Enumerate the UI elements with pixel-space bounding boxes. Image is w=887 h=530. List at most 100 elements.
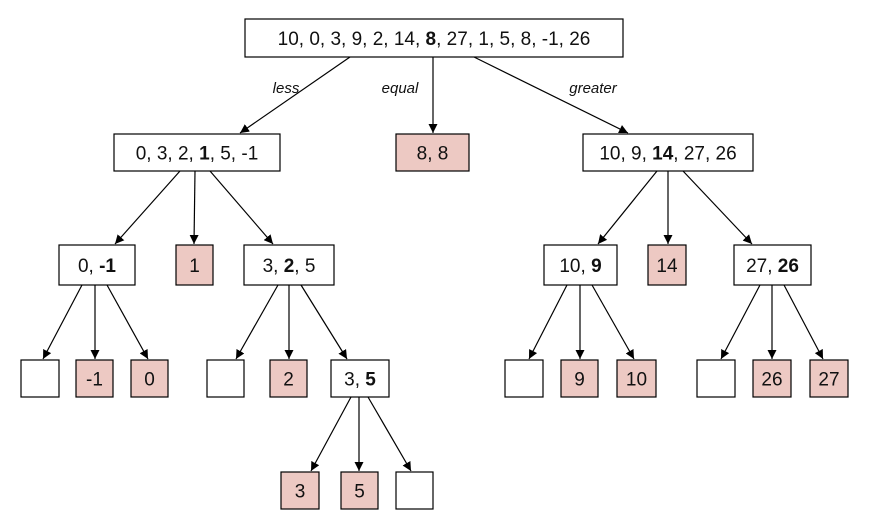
node-box bbox=[58, 244, 136, 286]
edge-arrow-12 bbox=[235, 284, 279, 360]
node-box bbox=[75, 359, 114, 398]
node-label: 9 bbox=[574, 370, 585, 391]
pivot-value: 26 bbox=[778, 256, 799, 277]
node-lb_l bbox=[206, 359, 245, 398]
nodes: 10, 0, 3, 9, 2, 14, 8, 27, 1, 5, 8, -1, … bbox=[20, 18, 849, 510]
node-label: 14 bbox=[656, 256, 678, 277]
node-less1: 0, 3, 2, 1, 5, -1 bbox=[113, 133, 281, 172]
node-la_g: 0 bbox=[130, 359, 169, 398]
node-gb_l bbox=[696, 359, 736, 398]
edge-arrow-0 bbox=[239, 56, 351, 134]
node-values: 10, bbox=[559, 256, 591, 277]
node-values: 26 bbox=[761, 370, 782, 391]
node-box bbox=[206, 359, 245, 398]
node-eq1: 8, 8 bbox=[395, 133, 470, 172]
edge-arrow-14 bbox=[300, 284, 348, 360]
node-box bbox=[243, 244, 335, 286]
node-values: 0, bbox=[78, 256, 99, 277]
node-values: 8, 8 bbox=[417, 144, 449, 165]
node-label: 0 bbox=[144, 370, 155, 391]
node-g_a: 10, 9 bbox=[543, 244, 618, 286]
pivot-value: 8 bbox=[426, 29, 437, 50]
node-lb_e: 2 bbox=[269, 359, 308, 398]
node-l_a: 0, -1 bbox=[58, 244, 136, 286]
node-label: 27, 26 bbox=[746, 256, 799, 277]
node-box bbox=[244, 18, 624, 58]
node-box bbox=[20, 359, 60, 398]
node-label: 10, 9 bbox=[559, 256, 601, 277]
node-label: 26 bbox=[761, 370, 782, 391]
pivot-value: 2 bbox=[284, 256, 295, 277]
node-values: 3, bbox=[344, 370, 365, 391]
node-values: 3 bbox=[295, 482, 306, 503]
node-label: 3, 5 bbox=[344, 370, 376, 391]
node-lbg_l: 3 bbox=[280, 471, 320, 510]
edge-arrow-6 bbox=[597, 170, 658, 245]
edge-labels: less equal greater bbox=[273, 80, 618, 97]
node-values: 9 bbox=[574, 370, 585, 391]
node-label: -1 bbox=[86, 370, 103, 391]
node-box bbox=[616, 359, 657, 398]
edge-arrow-23 bbox=[367, 396, 412, 472]
node-g_b: 27, 26 bbox=[733, 244, 812, 286]
node-label: 8, 8 bbox=[417, 144, 449, 165]
node-l_eq: 1 bbox=[175, 244, 214, 286]
node-l_b: 3, 2, 5 bbox=[243, 244, 335, 286]
pivot-value: 14 bbox=[652, 144, 674, 165]
node-values: 1 bbox=[189, 256, 200, 277]
node-box bbox=[543, 244, 618, 286]
node-box bbox=[560, 359, 599, 398]
node-box bbox=[582, 133, 754, 172]
node-box bbox=[395, 133, 470, 172]
node-lbg_g bbox=[395, 471, 434, 510]
node-label: 5 bbox=[354, 482, 365, 503]
node-ga_e: 9 bbox=[560, 359, 599, 398]
node-label: 10 bbox=[626, 370, 647, 391]
node-label: 1 bbox=[189, 256, 200, 277]
edge-arrow-5 bbox=[209, 170, 274, 245]
node-box bbox=[330, 359, 390, 398]
node-box bbox=[280, 471, 320, 510]
node-values: , 5, -1 bbox=[210, 144, 259, 165]
node-values: -1 bbox=[86, 370, 103, 391]
node-label: 27 bbox=[818, 370, 839, 391]
node-values: 10 bbox=[626, 370, 647, 391]
node-la_e: -1 bbox=[75, 359, 114, 398]
node-values: 0 bbox=[144, 370, 155, 391]
edge-arrow-4 bbox=[189, 170, 199, 245]
node-ga_l bbox=[504, 359, 544, 398]
node-box bbox=[395, 471, 434, 510]
edge-arrow-15 bbox=[528, 284, 568, 360]
node-gr1: 10, 9, 14, 27, 26 bbox=[582, 133, 754, 172]
pivot-value: -1 bbox=[99, 256, 116, 277]
node-g_eq: 14 bbox=[647, 244, 687, 286]
edge-arrow-8 bbox=[682, 170, 753, 245]
pivot-value: 5 bbox=[365, 370, 376, 391]
node-box bbox=[175, 244, 214, 286]
node-label: 0, 3, 2, 1, 5, -1 bbox=[136, 144, 259, 165]
node-box bbox=[504, 359, 544, 398]
node-values: 27, bbox=[746, 256, 778, 277]
node-label: 10, 9, 14, 27, 26 bbox=[599, 144, 736, 165]
node-gb_g: 27 bbox=[809, 359, 849, 398]
node-box bbox=[752, 359, 792, 398]
node-label: 3, 2, 5 bbox=[263, 256, 316, 277]
node-values: , 5 bbox=[294, 256, 315, 277]
node-values: 14 bbox=[656, 256, 678, 277]
pivot-value: 9 bbox=[591, 256, 602, 277]
node-box bbox=[809, 359, 849, 398]
node-ga_g: 10 bbox=[616, 359, 657, 398]
edges bbox=[42, 56, 824, 472]
node-lbg_e: 5 bbox=[340, 471, 379, 510]
edge-label-equal: equal bbox=[382, 80, 419, 97]
edge-arrow-21 bbox=[310, 396, 352, 472]
node-box bbox=[269, 359, 308, 398]
edge-arrow-3 bbox=[114, 170, 181, 245]
node-label: 3 bbox=[295, 482, 306, 503]
node-values: 2 bbox=[283, 370, 294, 391]
node-gb_e: 26 bbox=[752, 359, 792, 398]
node-label: 0, -1 bbox=[78, 256, 116, 277]
node-box bbox=[647, 244, 687, 286]
node-values: , 27, 1, 5, 8, -1, 26 bbox=[436, 29, 590, 50]
